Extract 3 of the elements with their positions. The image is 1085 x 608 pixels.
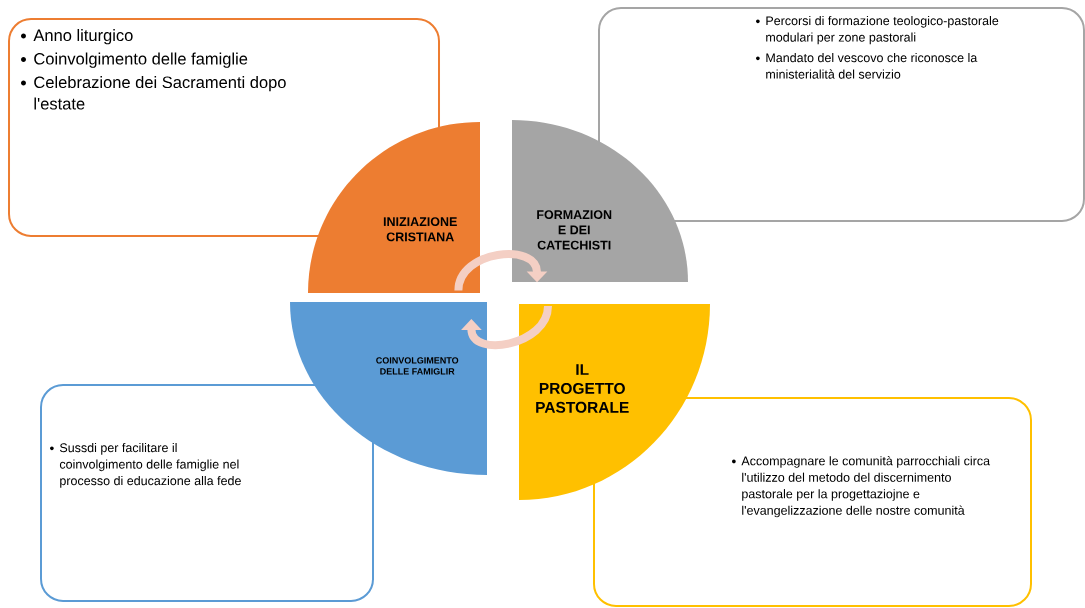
circular-arrow [461,305,552,349]
circular-arrow [454,250,548,292]
text-box: Sussdi per facilitare il coinvolgimento delle famiglie nel processo di educazione alla fede [40,384,374,602]
